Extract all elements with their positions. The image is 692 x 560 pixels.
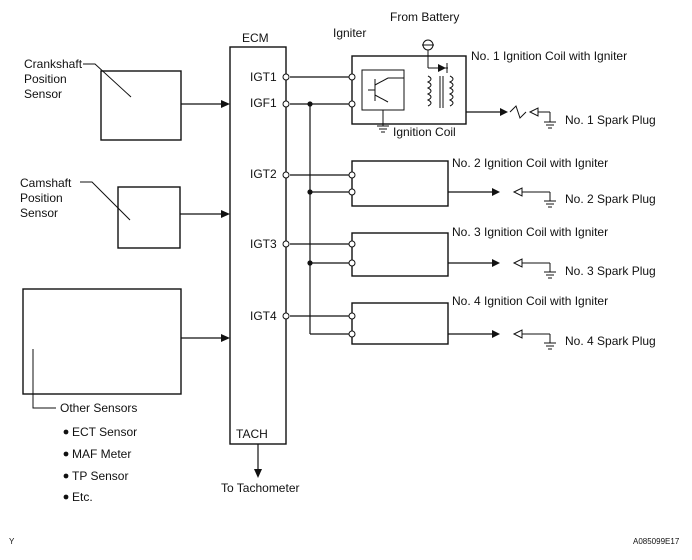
diode-icon xyxy=(438,64,446,72)
spark-plug-1-label: No. 1 Spark Plug xyxy=(565,113,656,127)
coil1-terminal xyxy=(348,100,356,108)
other-sensors-label: Other Sensors xyxy=(60,401,137,415)
camshaft-leader-line xyxy=(80,181,131,221)
camshaft-label-line2: Position xyxy=(20,191,63,205)
camshaft-arrowhead xyxy=(221,210,230,218)
crankshaft-label-line2: Position xyxy=(24,72,67,86)
transistor-collector xyxy=(374,77,389,86)
coil2-box xyxy=(351,160,449,207)
coil3-label: No. 3 Ignition Coil with Igniter xyxy=(452,225,608,239)
junction-dot xyxy=(307,101,313,107)
plug1-high-tension-icon xyxy=(509,105,527,119)
junction-dot xyxy=(307,189,313,195)
ecm-pin-igt2: IGT2 xyxy=(250,167,277,181)
ecm-pin-igt1: IGT1 xyxy=(250,70,277,84)
junction-dot xyxy=(307,260,313,266)
bullet-dot xyxy=(63,451,69,457)
coil4-terminal xyxy=(348,312,356,320)
crankshaft-sensor-box xyxy=(100,70,182,141)
ecm-terminal-igt2 xyxy=(282,171,290,179)
spark-plug-3-label: No. 3 Spark Plug xyxy=(565,264,656,278)
footer-right-code: A085099E17 xyxy=(633,537,680,546)
ecm-terminal-igt1 xyxy=(282,73,290,81)
crankshaft-label-line1: Crankshaft xyxy=(24,57,83,71)
camshaft-sensor-box xyxy=(117,186,181,249)
coil3-terminal xyxy=(348,259,356,267)
transistor-emitter xyxy=(374,94,389,103)
coil2-terminal xyxy=(348,188,356,196)
plug4-gap-icon xyxy=(512,329,523,339)
coil4-label: No. 4 Ignition Coil with Igniter xyxy=(452,294,608,308)
other-sensor-item: Etc. xyxy=(72,490,93,504)
plug1-gap-icon xyxy=(528,107,539,117)
crankshaft-arrowhead xyxy=(221,100,230,108)
plug3-gap-icon xyxy=(512,258,523,268)
primary-winding xyxy=(426,75,432,107)
crankshaft-leader-line xyxy=(83,63,132,98)
bullet-dot xyxy=(63,494,69,500)
plug1-arrow xyxy=(500,108,508,116)
to-tachometer-label: To Tachometer xyxy=(221,481,300,495)
coil1-label: No. 1 Ignition Coil with Igniter xyxy=(471,49,627,63)
from-battery-label: From Battery xyxy=(390,10,459,24)
ecm-terminal-igf1 xyxy=(282,100,290,108)
other-sensor-item: MAF Meter xyxy=(72,447,131,461)
plug4-arrow xyxy=(492,330,500,338)
coil2-label: No. 2 Ignition Coil with Igniter xyxy=(452,156,608,170)
igniter-label: Igniter xyxy=(333,26,366,40)
other-sensors-leader-line xyxy=(32,349,56,409)
other-sensor-item: TP Sensor xyxy=(72,469,128,483)
bullet-dot xyxy=(63,473,69,479)
other-sensors-box xyxy=(22,288,182,395)
plug2-arrow xyxy=(492,188,500,196)
ignition-coil-label: Ignition Coil xyxy=(393,125,456,139)
coil3-box xyxy=(351,232,449,277)
spark-plug-2-label: No. 2 Spark Plug xyxy=(565,192,656,206)
tach-arrowhead xyxy=(254,469,262,478)
ecm-pin-tach: TACH xyxy=(236,427,268,441)
camshaft-label-line3: Sensor xyxy=(20,206,58,220)
ecm-pin-igf1: IGF1 xyxy=(250,96,277,110)
camshaft-label-line1: Camshaft xyxy=(20,176,72,190)
coil1-terminal xyxy=(348,73,356,81)
coil4-terminal xyxy=(348,330,356,338)
ecm-pin-igt4: IGT4 xyxy=(250,309,277,323)
secondary-winding xyxy=(448,75,454,107)
ecm-title: ECM xyxy=(242,31,269,45)
crankshaft-label-line3: Sensor xyxy=(24,87,62,101)
other-sensors-arrowhead xyxy=(221,334,230,342)
ecm-terminal-igt4 xyxy=(282,312,290,320)
ecm-terminal-igt3 xyxy=(282,240,290,248)
coil3-terminal xyxy=(348,240,356,248)
plug2-gap-icon xyxy=(512,187,523,197)
other-sensor-item: ECT Sensor xyxy=(72,425,137,439)
footer-left-code: Y xyxy=(9,537,15,546)
bullet-dot xyxy=(63,429,69,435)
coil2-terminal xyxy=(348,171,356,179)
plug3-arrow xyxy=(492,259,500,267)
spark-plug-4-label: No. 4 Spark Plug xyxy=(565,334,656,348)
ecm-pin-igt3: IGT3 xyxy=(250,237,277,251)
coil4-box xyxy=(351,302,449,345)
